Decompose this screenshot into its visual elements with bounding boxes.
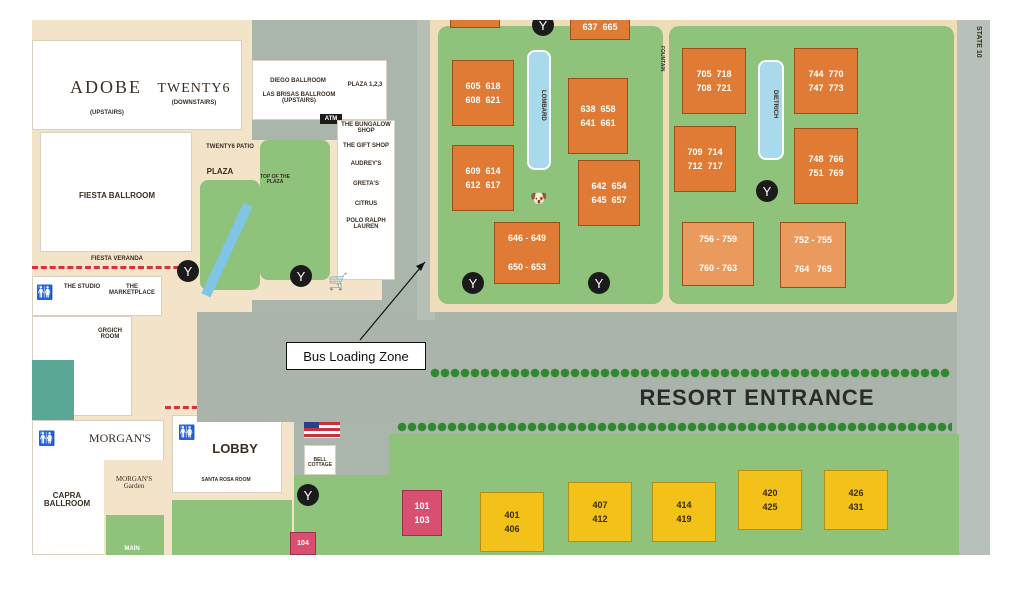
shop-audreys[interactable]: AUDREY'S <box>350 160 382 167</box>
dining-icon-2: Y <box>177 260 199 282</box>
venue-las-brisas[interactable]: LAS BRISAS BALLROOM (UPSTAIRS) <box>262 92 336 105</box>
villa-104[interactable]: 104 <box>290 532 316 555</box>
venue-capra-ballroom[interactable]: CAPRA BALLROOM <box>43 491 91 509</box>
venue-morgans-garden[interactable]: MORGAN'S Garden <box>115 475 153 491</box>
walkway-dashed-top <box>32 266 197 269</box>
dining-icon-4: Y <box>462 272 484 294</box>
venue-adobe[interactable]: ADOBE <box>70 77 142 97</box>
shop-gift[interactable]: THE GIFT SHOP <box>342 142 389 149</box>
villa-top-left <box>450 20 500 28</box>
label-fountain: FOUNTAIN <box>659 46 665 72</box>
atm-label[interactable]: ATM <box>320 114 342 124</box>
pool-lombard <box>527 50 551 170</box>
label-dietrich: DIETRICH <box>772 90 778 119</box>
adobe-twenty6-block <box>32 40 242 130</box>
restroom-icon: 🚻 <box>36 284 54 300</box>
venue-diego[interactable]: DIEGO BALLROOM <box>270 78 326 84</box>
shop-citrus[interactable]: CITRUS <box>354 201 378 208</box>
venue-grgich-room[interactable]: GRGICH ROOM <box>98 328 122 341</box>
venue-twenty6-sub: (DOWNSTAIRS) <box>171 100 217 106</box>
venue-lobby[interactable]: LOBBY <box>212 441 258 456</box>
dog-park-icon: 🐶 <box>530 190 548 206</box>
studio-row <box>32 276 162 316</box>
dining-icon-6: Y <box>756 180 778 202</box>
hedge-row-bottom <box>397 422 952 432</box>
fiesta-ballroom-room <box>40 132 192 252</box>
dining-icon-3: Y <box>290 265 312 287</box>
shop-bungalow[interactable]: THE BUNGALOW SHOP <box>341 122 391 135</box>
restroom-icon-3: 🚻 <box>178 424 196 440</box>
venue-plaza[interactable]: PLAZA <box>206 167 234 176</box>
venue-adobe-sub: (UPSTAIRS) <box>90 110 124 116</box>
pool-teal <box>32 360 74 420</box>
venue-plaza-123[interactable]: PLAZA 1,2,3 <box>347 82 383 88</box>
ballroom-block <box>252 60 387 120</box>
shop-polo[interactable]: POLO RALPH LAUREN <box>346 217 386 231</box>
cart-icon: 🛒 <box>328 274 348 291</box>
label-lombard: LOMBARD <box>540 90 546 121</box>
venue-top-of-plaza[interactable]: TOP OF THE PLAZA <box>260 174 290 186</box>
dining-icon-5: Y <box>588 272 610 294</box>
shops-block <box>337 120 395 280</box>
hedge-row-top <box>430 368 950 378</box>
state-road <box>957 20 990 555</box>
pool-dietrich <box>758 60 784 160</box>
bell-cottage-block <box>304 445 336 475</box>
resort-map[interactable]: ADOBE (UPSTAIRS) TWENTY6 (DOWNSTAIRS) DI… <box>32 20 990 555</box>
shop-gretas[interactable]: GRETA'S <box>353 181 379 188</box>
venue-the-marketplace[interactable]: THE MARKETPLACE <box>109 284 155 297</box>
dining-icon-7: Y <box>297 484 319 506</box>
shop-list: THE BUNGALOW SHOP THE GIFT SHOP AUDREY'S… <box>339 118 393 230</box>
venue-morgans[interactable]: MORGAN'S <box>88 431 152 445</box>
venue-santa-rosa-room[interactable]: SANTA ROSA ROOM <box>201 477 251 483</box>
venue-fiesta-veranda[interactable]: FIESTA VERANDA <box>90 256 143 262</box>
venue-bell-cottage[interactable]: BELL COTTAGE <box>307 457 333 469</box>
venue-fiesta-ballroom[interactable]: FIESTA BALLROOM <box>79 191 155 200</box>
label-resort-entrance[interactable]: RESORT ENTRANCE <box>639 385 875 410</box>
venue-the-studio[interactable]: THE STUDIO <box>63 284 101 290</box>
restroom-icon-2: 🚻 <box>38 430 56 446</box>
road-state-10[interactable]: STATE 10 <box>975 26 982 58</box>
plaza-lawn-right <box>260 140 330 280</box>
lobby-lawn <box>172 500 292 555</box>
venue-twenty6-patio[interactable]: TWENTY6 PATIO <box>206 144 254 150</box>
bus-loading-zone-callout: Bus Loading Zone <box>286 342 426 370</box>
villa-637-665[interactable]: 637 665 <box>570 20 630 40</box>
dining-icon: Y <box>532 20 554 36</box>
venue-main[interactable]: MAIN <box>124 546 140 552</box>
venue-twenty6[interactable]: TWENTY6 <box>157 81 231 96</box>
main-lawn <box>106 515 164 555</box>
lobby-building <box>172 415 282 493</box>
